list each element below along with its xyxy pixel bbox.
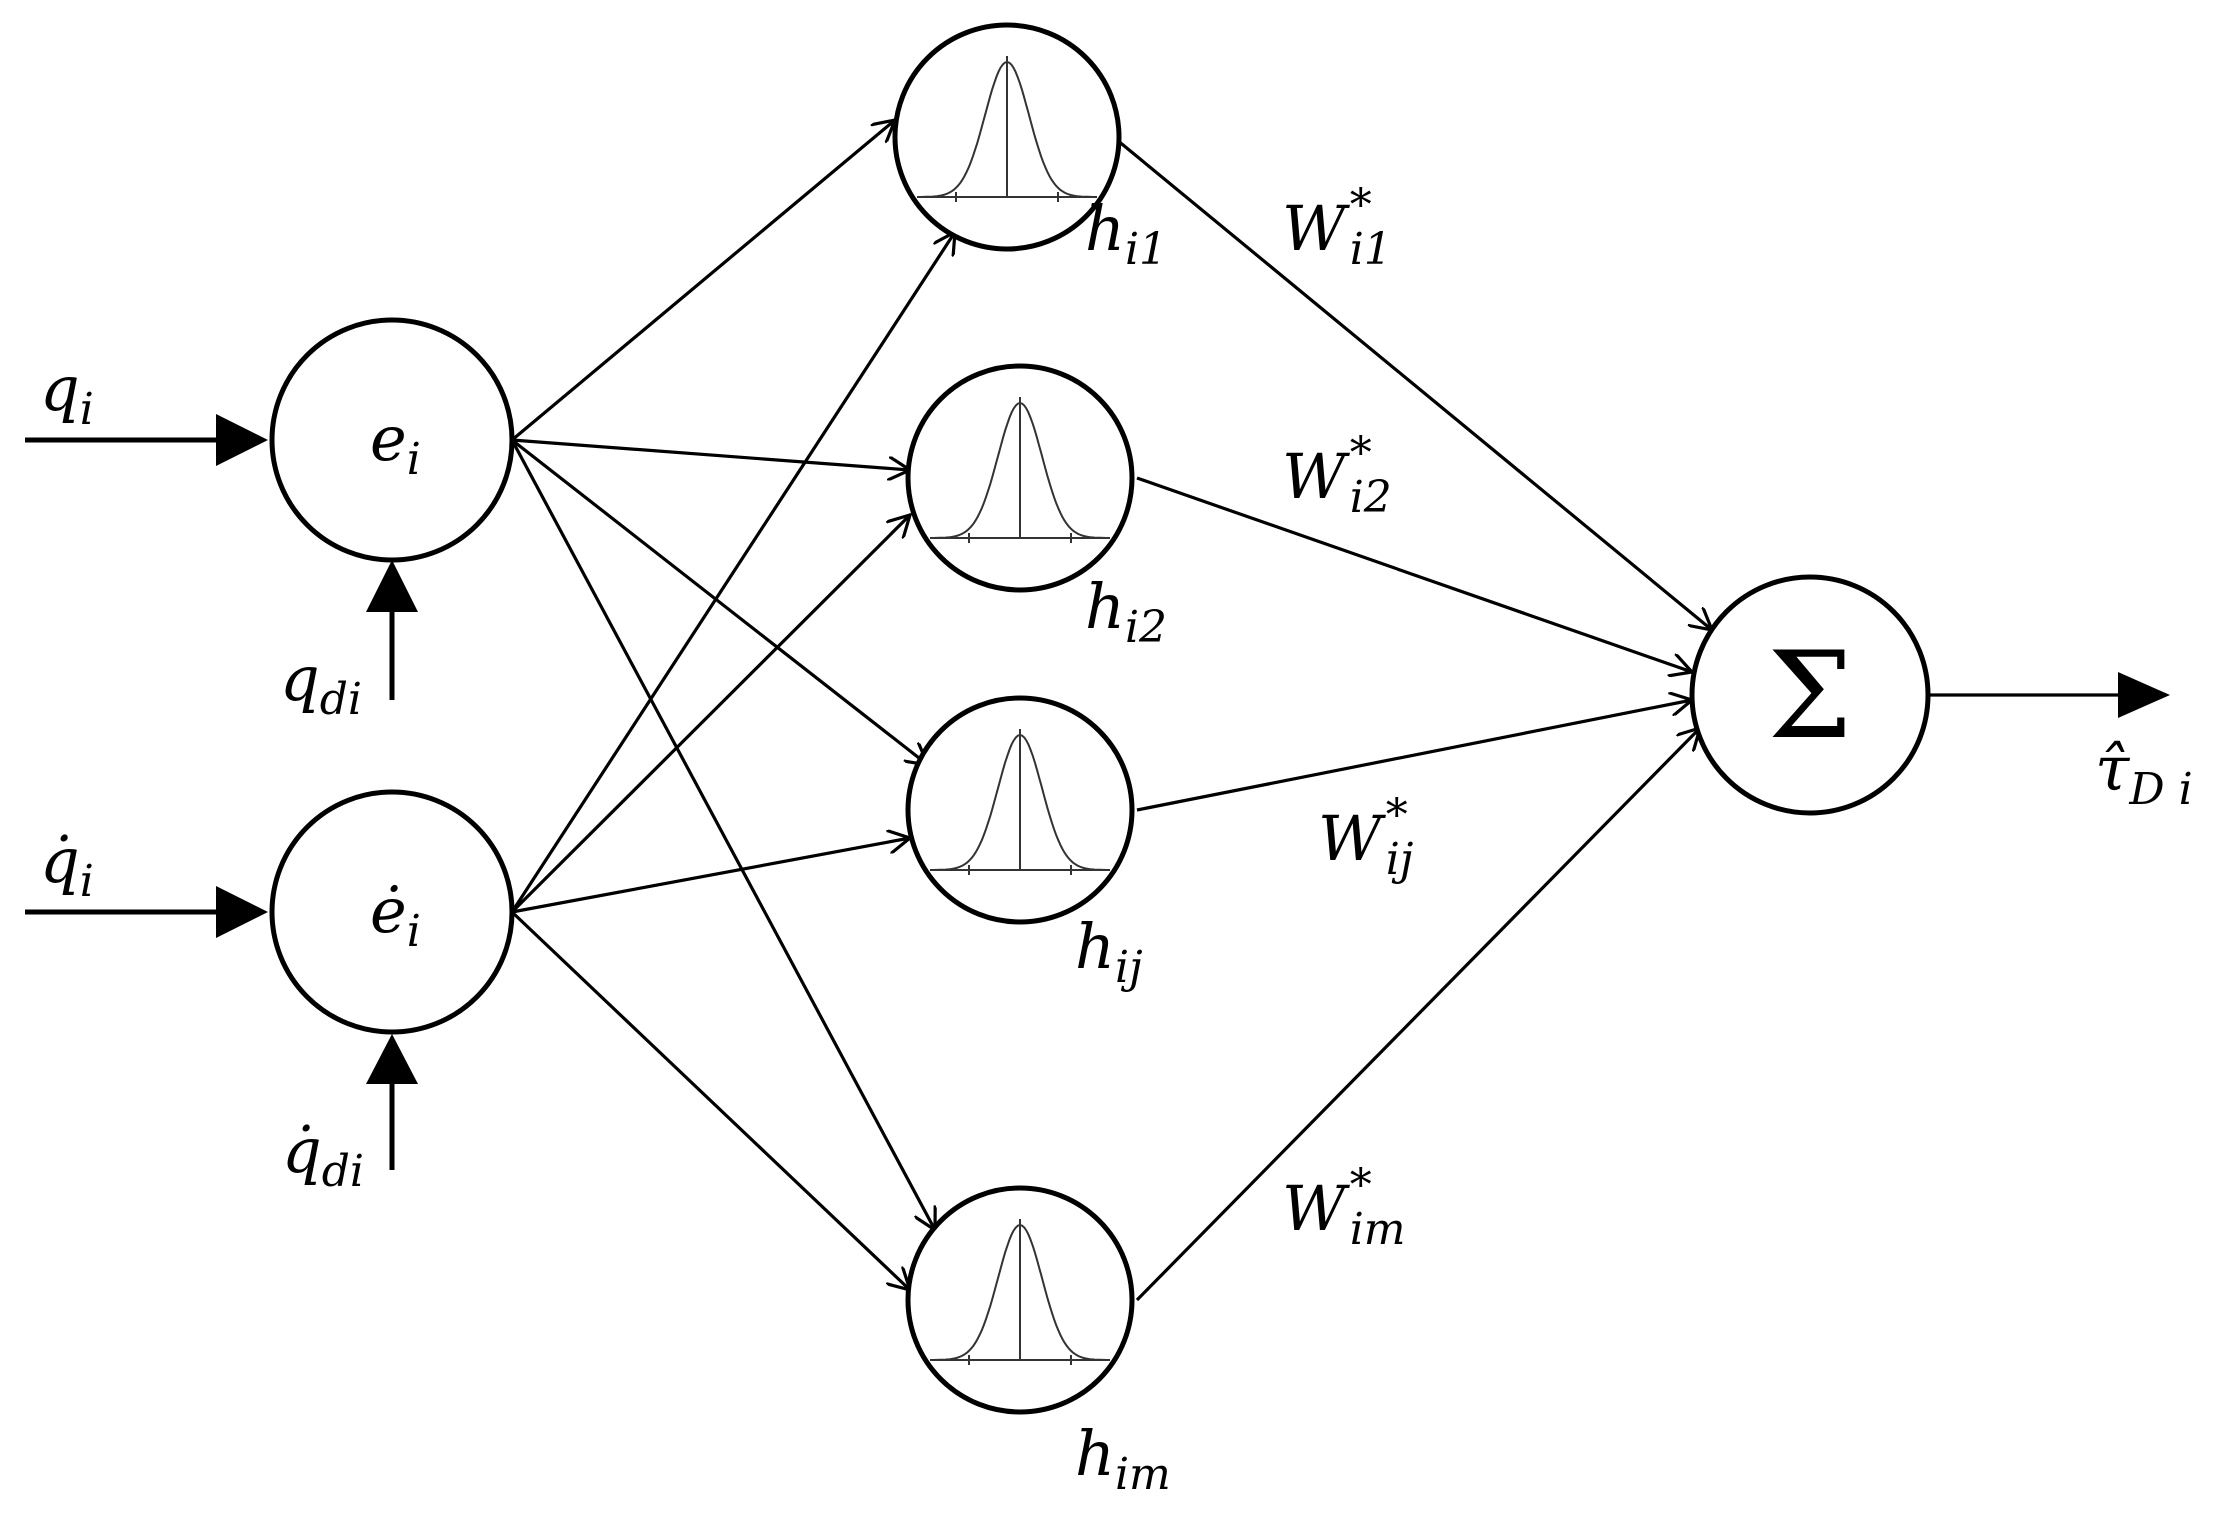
label-edot: ėi	[370, 874, 421, 957]
edge-edot-h1	[510, 232, 955, 913]
label-e: ei	[370, 402, 421, 485]
sum-symbol: Σ	[1768, 627, 1853, 766]
label-wm: W*im	[1282, 1160, 1406, 1255]
label-h1: hi1	[1085, 192, 1167, 275]
label-wj: W*ij	[1318, 790, 1413, 885]
output-arrow-head	[2118, 672, 2170, 718]
sum-node: Σ	[1689, 574, 1931, 816]
label-hj: hij	[1075, 910, 1143, 993]
edge-h2-sum	[1136, 476, 1692, 672]
edge-edot-h2	[510, 515, 910, 914]
error-node-edot	[269, 789, 515, 1035]
output-arrow	[1930, 672, 2170, 718]
arrow-qd-to-e-head	[366, 560, 418, 612]
hidden-node-m	[905, 1185, 1135, 1415]
hidden-to-sum-edges	[1115, 138, 1712, 1302]
arrow-q-to-e-head	[216, 414, 268, 466]
arrow-qdot-to-edot-head	[216, 886, 268, 938]
label-hm: him	[1075, 1417, 1171, 1500]
edge-e-h2	[511, 438, 910, 470]
edge-hm-sum	[1135, 728, 1700, 1302]
labels: qi q̇i qdi q̇di ei ėi hi1 hi2 hij him W*…	[40, 180, 2193, 1500]
edge-hj-sum	[1136, 700, 1692, 812]
input-to-hidden-edges	[510, 120, 955, 1290]
arrow-qddot-to-edot-head	[366, 1034, 418, 1084]
label-qddot: q̇di	[282, 1114, 364, 1197]
label-w1: W*i1	[1282, 180, 1392, 275]
input-arrows	[25, 414, 418, 1170]
edge-edot-hm	[510, 910, 910, 1290]
hidden-node-2	[905, 363, 1135, 593]
edge-e-hm	[510, 439, 935, 1230]
edge-e-hj	[511, 438, 928, 765]
edge-edot-hj	[511, 838, 910, 914]
label-h2: hi2	[1085, 570, 1167, 653]
label-output: τ̂D i	[2095, 732, 2193, 815]
edge-e-h1	[510, 120, 895, 442]
label-w2: W*i2	[1282, 428, 1392, 523]
label-qdot: q̇i	[40, 824, 94, 907]
hidden-node-j	[905, 695, 1135, 925]
hidden-node-1	[892, 22, 1122, 252]
edge-h1-sum	[1115, 138, 1712, 630]
error-node-e	[269, 317, 515, 563]
label-q: qi	[40, 352, 94, 435]
label-qd: qdi	[280, 642, 362, 725]
